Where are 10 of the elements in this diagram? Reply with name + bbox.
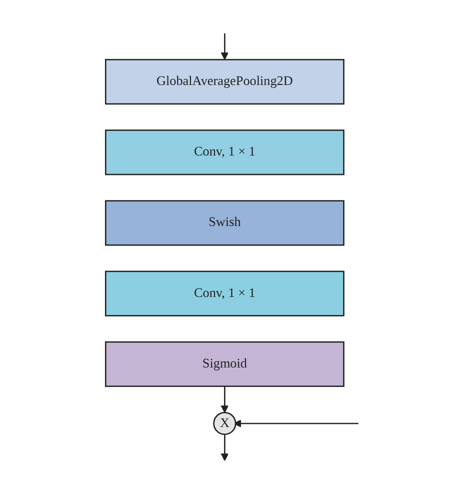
- node-box: Swish: [104, 200, 344, 246]
- node-box: Conv, 1 × 1: [104, 130, 344, 176]
- arrow: [220, 386, 229, 413]
- node-box: GlobalAveragePooling2D: [104, 58, 344, 105]
- node-box: Conv, 1 × 1: [104, 270, 344, 316]
- arrow: [233, 420, 358, 428]
- node-box: Sigmoid: [104, 341, 344, 387]
- node-circle: X: [213, 412, 236, 436]
- arrow: [220, 434, 229, 462]
- arrow: [220, 33, 229, 60]
